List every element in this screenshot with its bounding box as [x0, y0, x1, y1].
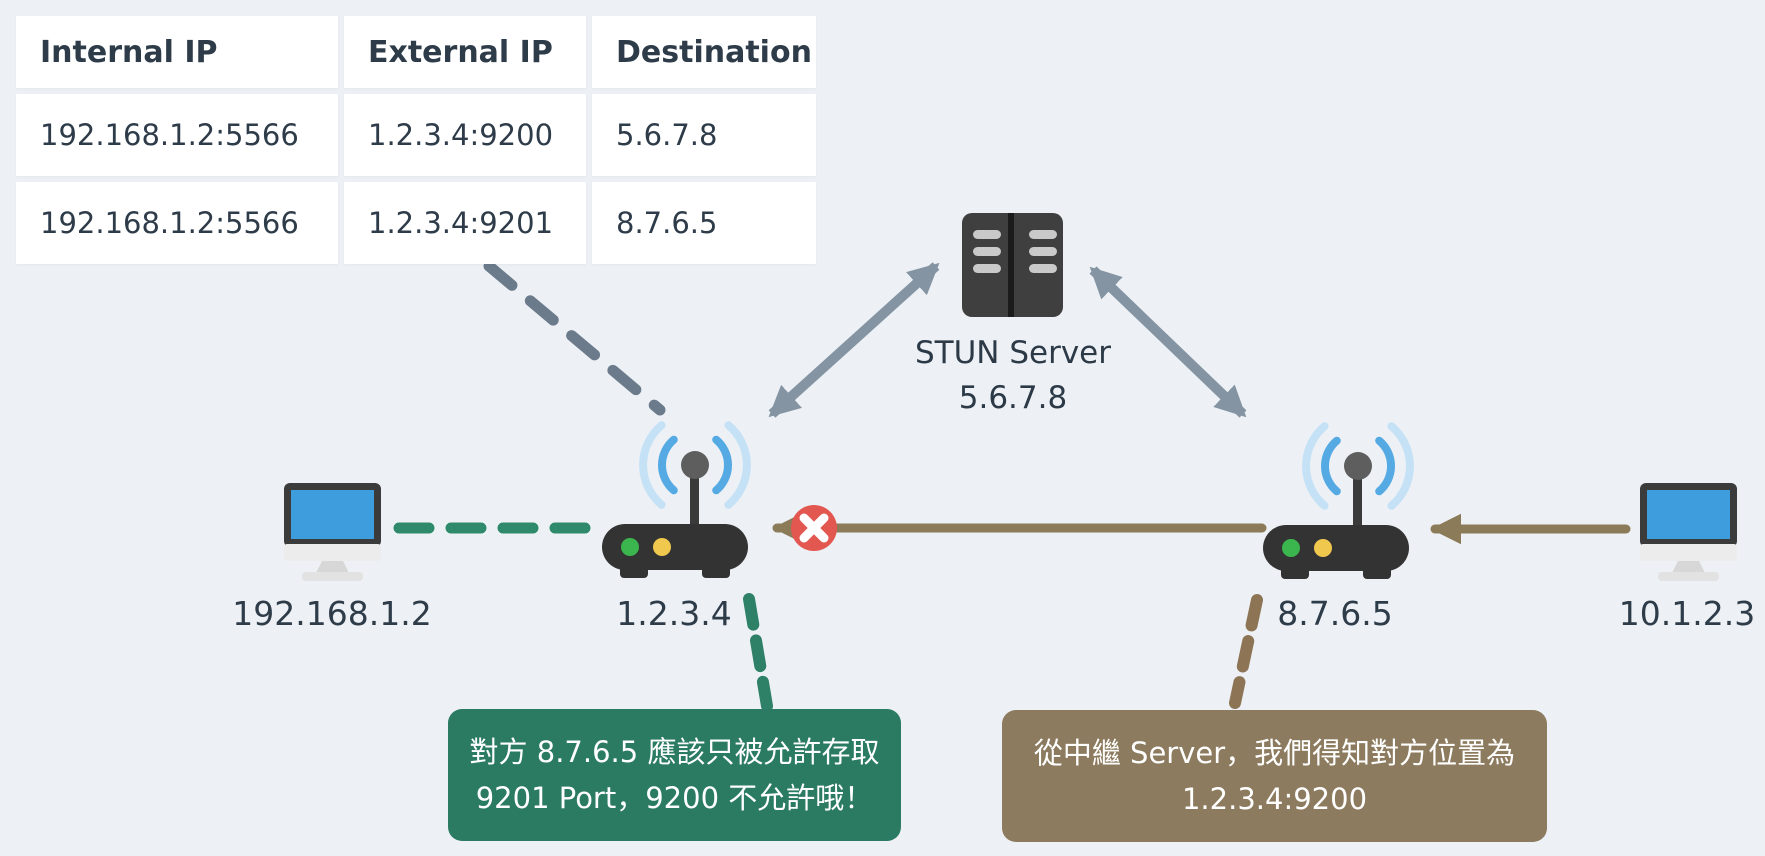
left-wifi-router-icon — [602, 421, 751, 578]
table-row-2-internal-ip: 192.168.1.2:5566 — [16, 182, 338, 264]
table-row-1-internal-ip: 192.168.1.2:5566 — [16, 94, 338, 176]
left-router-stun-arrow — [768, 262, 940, 418]
stun-server-name: STUN Server — [914, 335, 1112, 371]
right-computer-icon — [1640, 483, 1737, 581]
router-led-yellow — [653, 538, 671, 556]
right-wifi-router-icon — [1263, 422, 1414, 579]
stun-server-icon — [962, 213, 1063, 317]
blocked-cross-icon — [791, 505, 837, 551]
table-to-router-dashed-line — [483, 260, 666, 416]
right-computer-ip-label: 10.1.2.3 — [1618, 594, 1756, 633]
table-row-1-destination: 5.6.7.8 — [592, 94, 816, 176]
table-header-internal-ip: Internal IP — [16, 16, 338, 88]
table-header-external-ip: External IP — [344, 16, 586, 88]
brown-callout-connector — [1229, 594, 1263, 709]
left-computer-icon — [284, 483, 381, 581]
wifi-signal-icon — [639, 421, 751, 509]
nat-filter-callout: 對方 8.7.6.5 應該只被允許存取 9201 Port，9200 不允許哦！ — [448, 709, 901, 841]
nat-mapping-table: Internal IP External IP Destination 192.… — [16, 16, 818, 264]
table-row-2-destination: 8.7.6.5 — [592, 182, 816, 264]
green-callout-connector — [743, 593, 773, 712]
table-row-1-external-ip: 1.2.3.4:9200 — [344, 94, 586, 176]
router-led-green — [621, 538, 639, 556]
table-header-destination: Destination — [592, 16, 816, 88]
stun-server-ip: 5.6.7.8 — [958, 380, 1068, 416]
stun-server-label: STUN Server 5.6.7.8 — [915, 331, 1111, 421]
table-row-2-external-ip: 1.2.3.4:9201 — [344, 182, 586, 264]
router-led-green — [1282, 539, 1300, 557]
wifi-signal-icon — [1302, 422, 1414, 510]
left-computer-ip-label: 192.168.1.2 — [232, 594, 432, 633]
right-router-stun-arrow — [1089, 266, 1247, 418]
nat-filter-callout-line2: 9201 Port，9200 不允許哦！ — [475, 781, 874, 815]
relay-info-callout-line2: 1.2.3.4:9200 — [1181, 782, 1368, 816]
nat-filter-callout-line1: 對方 8.7.6.5 應該只被允許存取 — [469, 735, 880, 769]
right-router-ip-label: 8.7.6.5 — [1277, 594, 1393, 633]
router-led-yellow — [1314, 539, 1332, 557]
relay-info-callout: 從中繼 Server，我們得知對方位置為 1.2.3.4:9200 — [1002, 710, 1547, 842]
left-router-ip-label: 1.2.3.4 — [616, 594, 732, 633]
relay-info-callout-line1: 從中繼 Server，我們得知對方位置為 — [1033, 736, 1516, 770]
